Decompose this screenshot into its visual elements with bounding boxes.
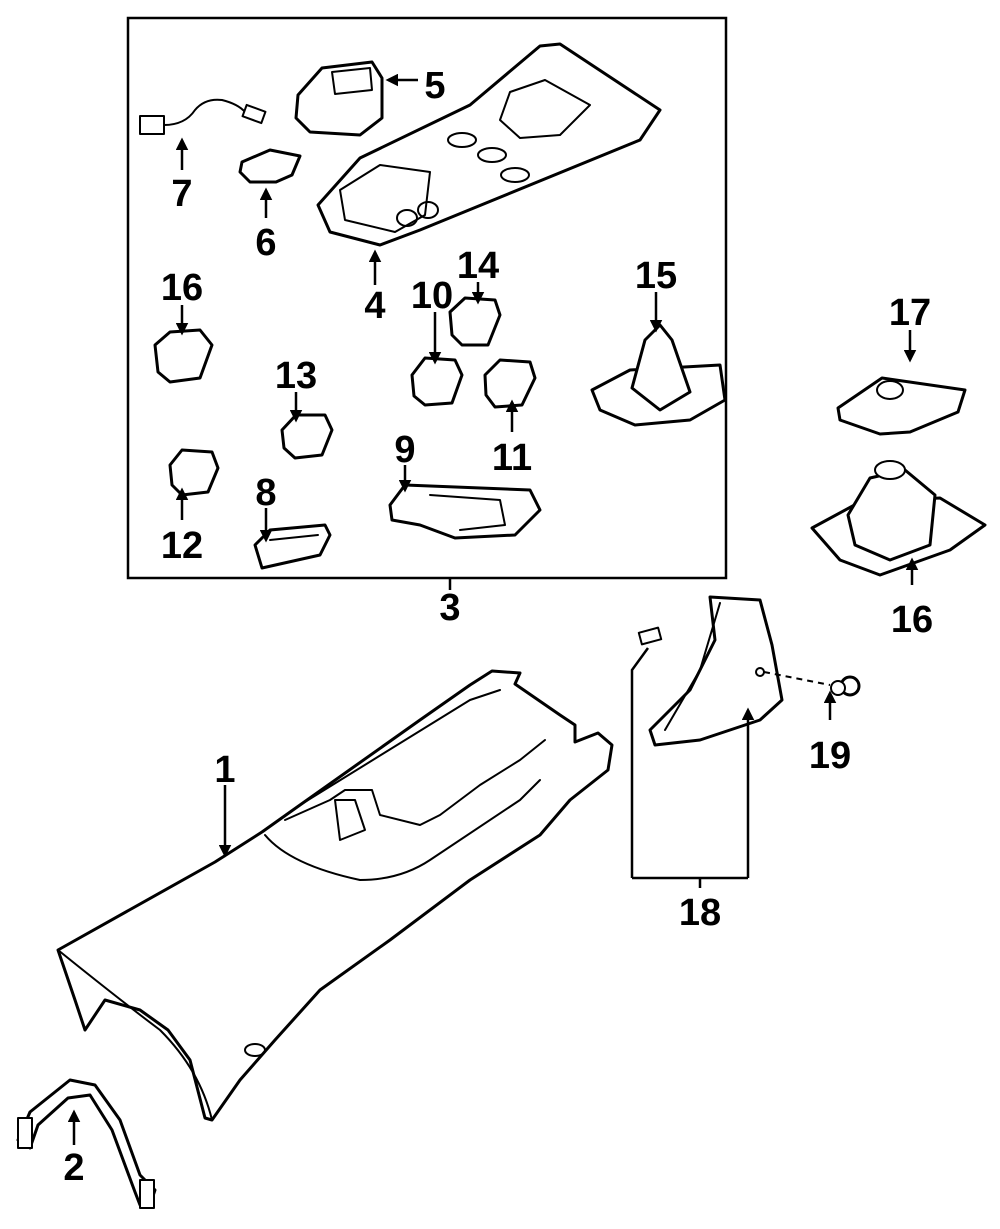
- part-16-boot-base: [810, 460, 987, 577]
- part-12-switch: [168, 448, 220, 497]
- assembly-frame: [126, 16, 728, 580]
- part-14-switch: [448, 296, 502, 347]
- leader-lines: [67, 73, 919, 1145]
- callout-19: 19: [809, 735, 851, 777]
- part-16-switch: [153, 328, 214, 384]
- callout-2: 2: [63, 1147, 84, 1189]
- callout-15: 15: [635, 255, 677, 297]
- callout-17: 17: [889, 292, 931, 334]
- callout-5: 5: [424, 65, 445, 107]
- part-9-plate: [388, 483, 542, 540]
- callout-14: 14: [457, 245, 499, 287]
- part-19-dash-line: [763, 671, 831, 686]
- part-13-switch: [280, 413, 334, 460]
- callout-16b: 16: [891, 599, 933, 641]
- callout-12: 12: [161, 525, 203, 567]
- part-4-bezel: [316, 42, 662, 247]
- callout-16a: 16: [161, 267, 203, 309]
- part-18-side-panel: [637, 595, 784, 747]
- leader-18-bracket: [630, 647, 650, 878]
- part-19-clip: [830, 675, 861, 697]
- callout-6: 6: [255, 222, 276, 264]
- leader-18-base: [632, 876, 748, 888]
- part-10-switch: [410, 356, 464, 407]
- callout-18: 18: [679, 892, 721, 934]
- callout-8: 8: [255, 472, 276, 514]
- callout-11: 11: [492, 437, 532, 479]
- part-17-retainer: [836, 376, 967, 436]
- callout-10: 10: [411, 275, 453, 317]
- part-1-console: [56, 669, 614, 1122]
- part-11-switch: [483, 358, 537, 409]
- callout-13: 13: [275, 355, 317, 397]
- part-6-bracket: [238, 148, 302, 184]
- part-15-boot: [590, 323, 727, 427]
- part-7-harness: [139, 98, 267, 135]
- callout-labels: 1 2 3 4 5 6 7 8 9 10 11 12 13 14 15 16 1…: [63, 65, 933, 1189]
- callout-1: 1: [214, 749, 235, 791]
- callout-3: 3: [439, 587, 460, 629]
- callout-4: 4: [364, 285, 385, 327]
- callout-7: 7: [171, 173, 192, 215]
- part-2-bracket: [16, 1078, 157, 1209]
- part-5-ashtray: [294, 60, 384, 137]
- callout-9: 9: [394, 429, 415, 471]
